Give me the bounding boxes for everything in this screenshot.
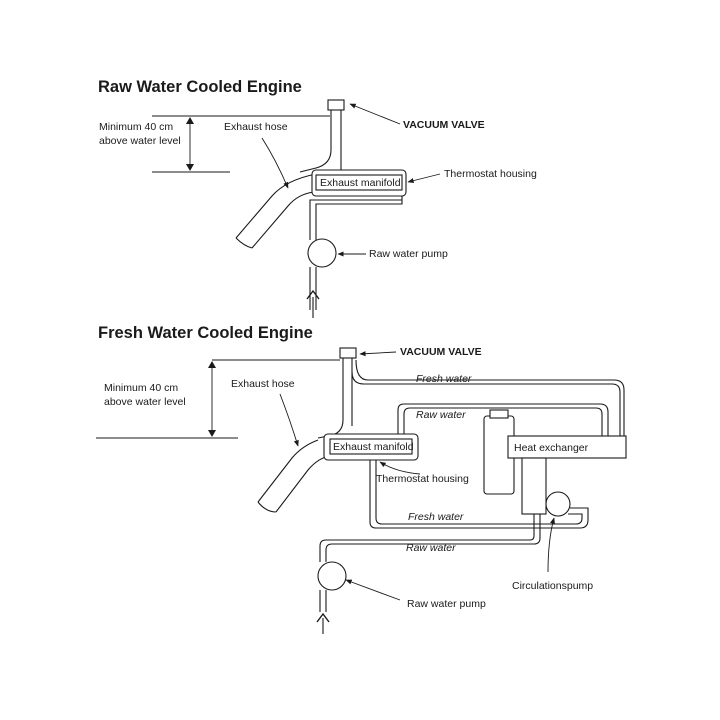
- circulation-pump-label: Circulationspump: [512, 580, 593, 592]
- fresh-manifold-label: Exhaust manifold: [333, 441, 414, 453]
- raw-vacuum-valve-label: VACUUM VALVE: [403, 119, 485, 131]
- fresh-height-label-2: above water level: [104, 396, 186, 408]
- fresh-water-bottom-pipe: [369, 460, 589, 529]
- heat-exchanger: [507, 435, 627, 459]
- fresh-pump-label: Raw water pump: [407, 598, 486, 610]
- raw-thermostat-label: Thermostat housing: [444, 168, 537, 180]
- raw-water-diagram: Raw Water Cooled Engine Minimum 40 cm ab…: [98, 78, 537, 318]
- circulation-pump: [545, 491, 571, 517]
- fresh-vacuum-valve-label: VACUUM VALVE: [400, 346, 482, 358]
- raw-exhaust-manifold: [315, 174, 403, 191]
- fresh-water-top-label: Fresh water: [416, 373, 472, 385]
- raw-water-top-pipe: [397, 403, 609, 448]
- heat-exchanger-label: Heat exchanger: [514, 442, 589, 454]
- raw-water-pipe: [309, 196, 403, 240]
- fresh-height-dimension: [96, 359, 340, 439]
- raw-exhaust-hose-label: Exhaust hose: [224, 121, 288, 133]
- raw-vacuum-valve: [327, 99, 345, 111]
- fresh-title: Fresh Water Cooled Engine: [98, 324, 313, 342]
- raw-height-dimension: [152, 115, 330, 173]
- raw-height-label-1: Minimum 40 cm: [99, 121, 173, 133]
- raw-exhaust-hose: [235, 173, 317, 239]
- fresh-raw-water-pump: [317, 561, 347, 591]
- raw-water-pump: [307, 238, 337, 268]
- fresh-water-top-pipe: [351, 371, 621, 448]
- raw-water-bottom-label: Raw water: [406, 542, 456, 554]
- raw-water-top-label: Raw water: [416, 409, 466, 421]
- fresh-exhaust-hose-label: Exhaust hose: [231, 378, 295, 390]
- raw-manifold-label: Exhaust manifold: [320, 177, 401, 189]
- fresh-water-diagram: Fresh Water Cooled Engine Minimum 40 cm …: [96, 324, 627, 634]
- raw-height-label-2: above water level: [99, 135, 181, 147]
- fresh-exhaust-manifold: [329, 438, 413, 455]
- raw-water-bottom-pipe: [319, 514, 535, 562]
- raw-title: Raw Water Cooled Engine: [98, 78, 302, 96]
- fresh-riser-pipe: [317, 358, 344, 439]
- raw-riser-pipe: [299, 110, 332, 173]
- fresh-height-label-1: Minimum 40 cm: [104, 382, 178, 394]
- expansion-tank-cap: [489, 409, 509, 419]
- heat-exchanger-body: [521, 457, 547, 515]
- fresh-water-bottom-label: Fresh water: [408, 511, 464, 523]
- fresh-thermostat-label: Thermostat housing: [376, 473, 469, 485]
- fresh-exhaust-hose: [257, 439, 319, 503]
- fresh-vacuum-valve: [339, 347, 357, 359]
- raw-pump-label: Raw water pump: [369, 248, 448, 260]
